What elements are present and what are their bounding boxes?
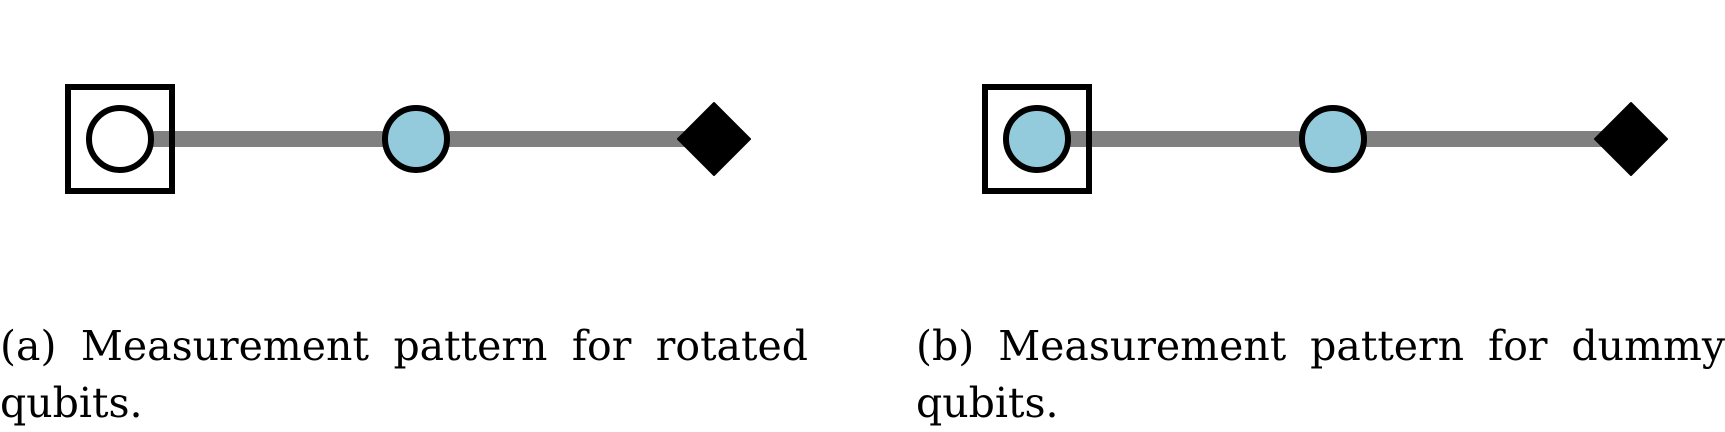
- qubit-node: [1003, 105, 1071, 173]
- caption-a-word: rotated: [655, 322, 808, 370]
- caption-a-word: pattern: [393, 322, 548, 370]
- caption-b-word: (b): [916, 322, 975, 370]
- measurement-diamond: [1594, 102, 1668, 176]
- caption-a-line1: (a) Measurement pattern for rotated: [0, 318, 808, 375]
- caption-a-line2: qubits.: [0, 379, 143, 427]
- qubit-node: [382, 105, 450, 173]
- caption-a: (a) Measurement pattern for rotated qubi…: [0, 318, 808, 432]
- caption-a-word: (a): [0, 322, 57, 370]
- caption-b-line2: qubits.: [916, 379, 1059, 427]
- measurement-pattern-diagrams: [65, 84, 1668, 194]
- qubit-node: [1299, 105, 1367, 173]
- caption-a-word: Measurement: [80, 322, 369, 370]
- output-box: [65, 84, 175, 194]
- output-box: [982, 84, 1092, 194]
- caption-b-word: for: [1488, 322, 1548, 370]
- caption-b: (b) Measurement pattern for dummy qubits…: [916, 318, 1725, 432]
- caption-a-word: for: [571, 322, 632, 370]
- qubit-node: [86, 105, 154, 173]
- caption-b-line1: (b) Measurement pattern for dummy: [916, 318, 1725, 375]
- measurement-diamond: [677, 102, 751, 176]
- caption-b-word: pattern: [1310, 322, 1465, 370]
- caption-b-word: Measurement: [998, 322, 1287, 370]
- figure-b-graph: [982, 84, 1668, 194]
- figure-a-graph: [65, 84, 751, 194]
- caption-b-word: dummy: [1571, 322, 1725, 370]
